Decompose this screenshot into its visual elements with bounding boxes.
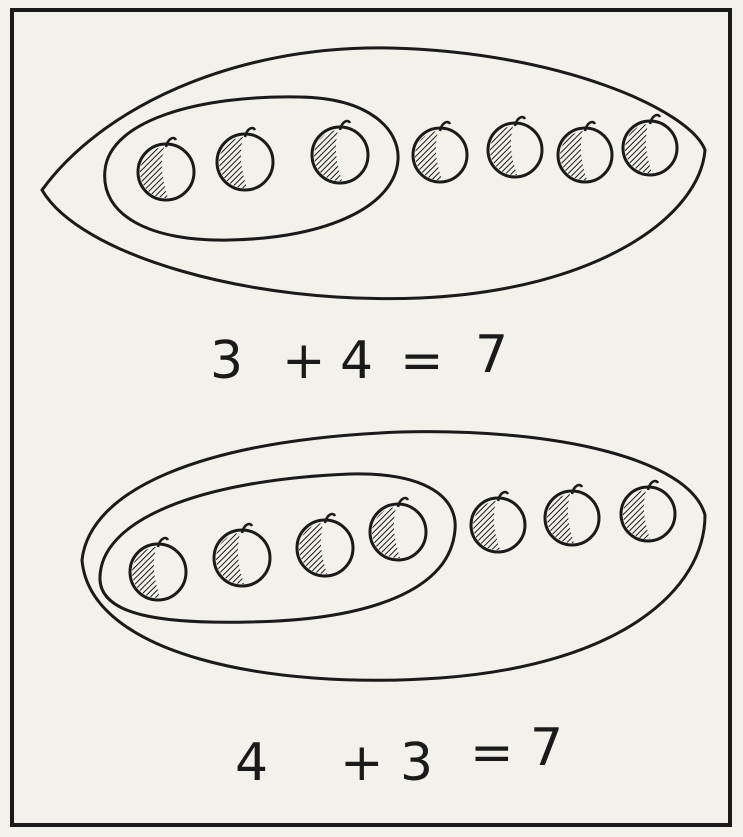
panel-1-eq-equals: =	[400, 331, 444, 391]
panel-2-eq-op: +	[340, 733, 384, 793]
apple-icon	[543, 483, 601, 547]
apple-icon	[136, 136, 196, 202]
panel-2-eq-b: 3	[400, 733, 433, 793]
apple-icon	[215, 126, 275, 192]
frame-border	[10, 8, 732, 827]
panel-2: 4 + 3 = 7	[80, 430, 707, 793]
apple-icon	[556, 120, 614, 184]
apple-icon	[619, 479, 677, 543]
apple-icon	[469, 490, 527, 554]
apple-icon	[486, 115, 544, 179]
apple-icon	[128, 536, 188, 602]
apple-icon	[310, 119, 370, 185]
panel-2-outer-loop	[80, 430, 707, 682]
apple-icon	[295, 512, 355, 578]
panel-1-eq-a: 3	[210, 331, 243, 391]
panel-2-eq-result: 7	[530, 718, 563, 778]
panel-2-inner-loop	[98, 472, 457, 624]
panel-1-equation: 3 + 4 = 7	[210, 325, 508, 391]
panel-2-equation: 4 + 3 = 7	[235, 718, 563, 793]
panel-2-apples	[128, 479, 677, 602]
panel-1-apples	[136, 113, 679, 202]
panel-1-inner-loop	[103, 95, 400, 242]
panel-2-eq-equals: =	[470, 723, 514, 783]
apple-icon	[212, 522, 272, 588]
panel-1-eq-result: 7	[475, 325, 508, 385]
apple-icon	[621, 113, 679, 177]
panel-1-eq-b: 4	[340, 331, 373, 391]
apple-icon	[368, 496, 428, 562]
panel-2-eq-a: 4	[235, 733, 268, 793]
panel-1-outer-loop	[40, 46, 707, 301]
panel-1: 3 + 4 = 7	[40, 46, 707, 391]
apple-icon	[411, 120, 469, 184]
panel-1-eq-op: +	[282, 331, 326, 391]
